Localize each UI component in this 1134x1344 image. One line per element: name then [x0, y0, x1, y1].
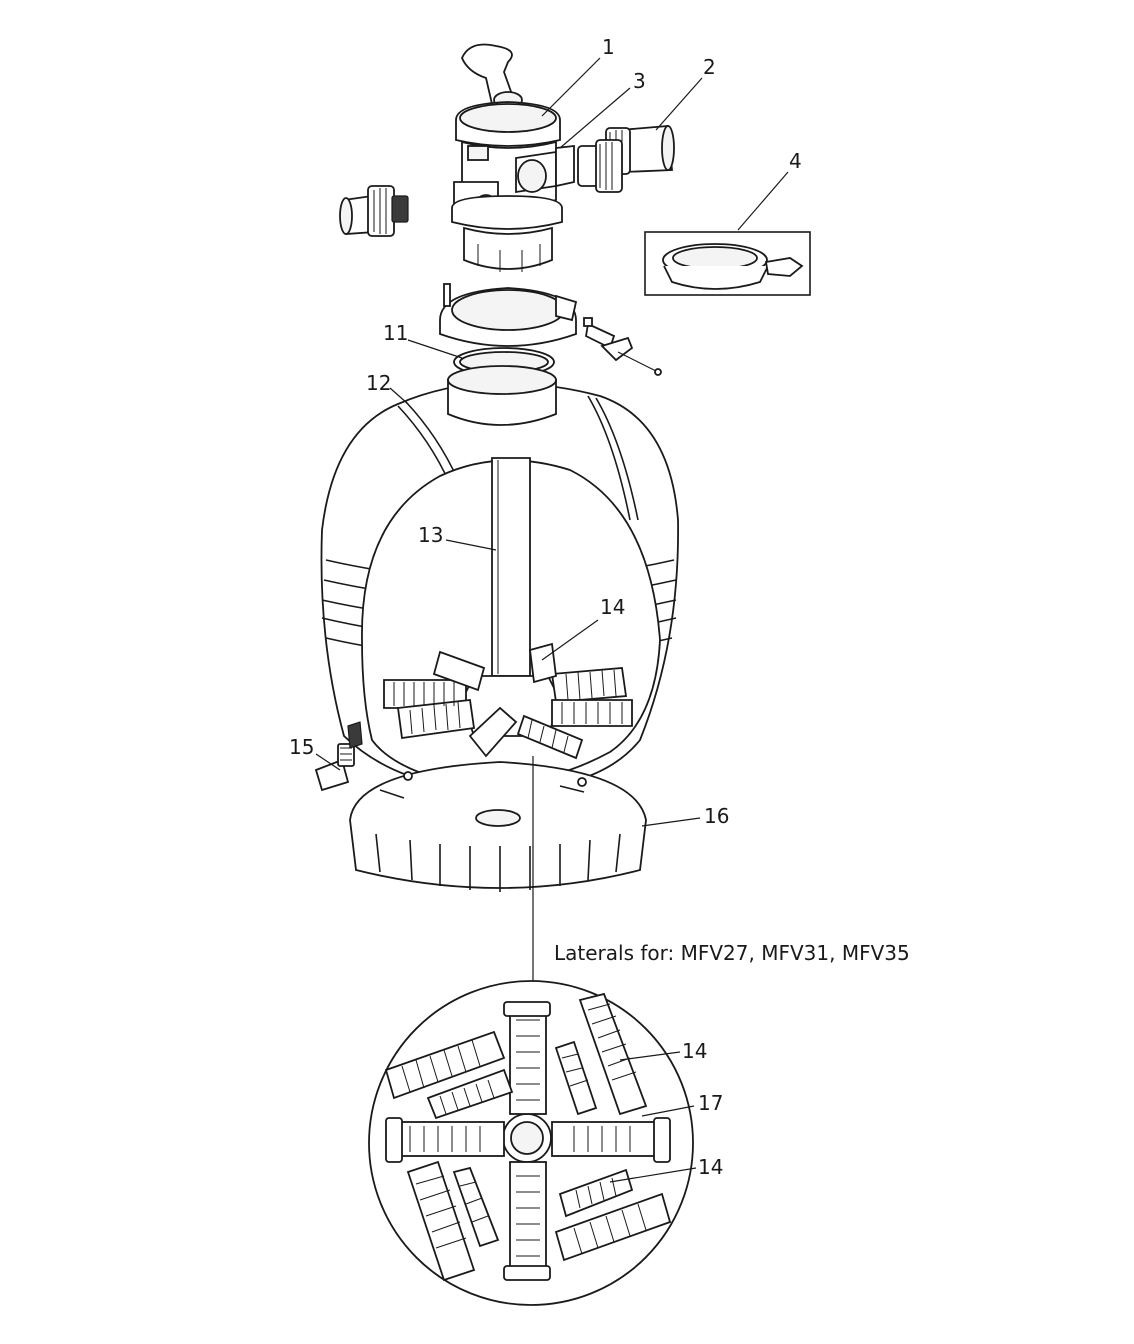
tank-base [349, 761, 647, 892]
callout-14c: 14 [698, 1155, 723, 1179]
callout-3: 3 [633, 69, 646, 93]
union-fitting-right [577, 125, 675, 193]
callout-2: 2 [703, 55, 716, 79]
standpipe [491, 457, 531, 677]
tank-laterals [383, 642, 633, 760]
callout-14a: 14 [600, 595, 625, 619]
callout-1: 1 [602, 35, 615, 59]
callout-13: 13 [418, 523, 443, 547]
laterals-detail-circle [368, 980, 694, 1306]
tank-clamp [439, 283, 662, 376]
callout-14b: 14 [682, 1039, 707, 1063]
callout-12: 12 [366, 371, 391, 395]
callout-15: 15 [289, 735, 314, 759]
callout-labels: 1 2 3 4 11 12 13 14 15 16 14 17 14 [289, 35, 802, 1179]
callout-16: 16 [704, 804, 729, 828]
callout-11: 11 [383, 321, 408, 345]
drain-valve [314, 721, 363, 792]
multiport-valve [451, 43, 575, 272]
union-fitting-left [339, 185, 409, 237]
callout-4: 4 [789, 149, 802, 173]
callout-17: 17 [698, 1091, 723, 1115]
laterals-caption: Laterals for: MFV27, MFV31, MFV35 [554, 941, 910, 965]
clamp-detail-box [644, 231, 811, 296]
leader-lines [315, 57, 789, 1183]
